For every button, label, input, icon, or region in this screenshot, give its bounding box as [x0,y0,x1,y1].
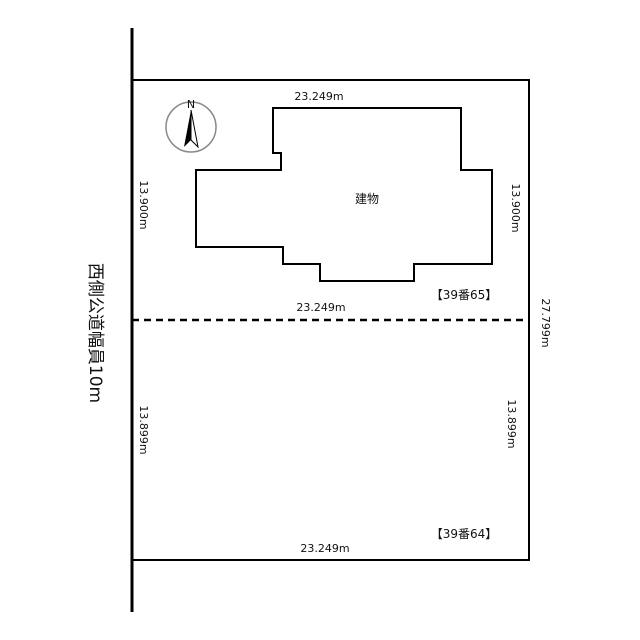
lot65-top-width: 23.249m [294,90,343,103]
lot65-label: 【39番65】 [431,288,498,302]
lot65-left-depth: 13.900m [137,180,150,229]
lot65-bottom-width: 23.249m [296,301,345,314]
lot64-left-depth: 13.899m [137,405,150,454]
building-label: 建物 [355,192,379,206]
north-arrow: N [165,98,217,153]
building-footprint [195,107,493,282]
lot64-bottom-width: 23.249m [300,542,349,555]
lot64-right-depth: 13.899m [505,399,518,448]
north-arrow-needle-icon [184,110,191,147]
north-arrow-needle-outline-icon [190,109,199,149]
road-label: 西側公道幅員10m [85,263,105,403]
lot65-right-depth: 13.900m [509,183,522,232]
total-depth: 27.799m [539,298,552,347]
north-label: N [187,98,195,111]
lot64-label: 【39番64】 [431,527,498,541]
